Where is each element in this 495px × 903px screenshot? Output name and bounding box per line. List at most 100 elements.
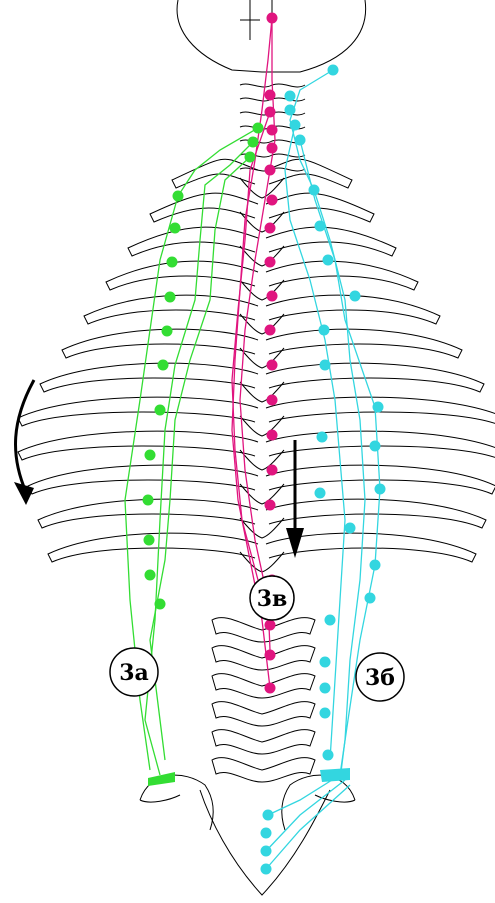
right-nerve-terminal [320,768,350,782]
rib-left [39,362,259,393]
rib-right [265,226,397,257]
lumbar-vertebra [211,645,316,671]
rib-right [265,396,495,425]
occipital-line [240,0,273,45]
rib-right [265,158,353,189]
thoracic-vertebra [239,483,285,505]
right-nerve [284,124,346,761]
pelvis-outer-left [139,794,181,803]
thoracic-vertebra [239,415,285,437]
thoracic-vertebra [239,381,285,403]
center-dot [266,359,278,371]
right-dot [260,863,272,875]
curved-arrow-icon [14,379,36,505]
label-center: 3в [249,575,295,621]
center-dot [264,619,276,631]
rib-right [265,260,419,291]
right-dot [364,592,376,604]
left-dot [169,222,181,234]
rib-left [83,294,259,325]
rib-left [127,226,259,257]
right-dot [316,431,328,443]
left-dot [144,449,156,461]
thoracic-vertebra [239,517,285,539]
right-dot-series [260,64,386,875]
thoracic-vertebra [239,449,285,471]
left-dot [142,494,154,506]
left-dot [247,136,259,148]
right-dot [319,656,331,668]
pelvis-outer-right [314,794,356,803]
lumbar-vertebra [211,729,316,755]
center-dot [266,394,278,406]
rib-left [47,532,259,563]
rib-left [17,396,259,427]
thoracic-vertebra [239,245,285,267]
right-dot [372,401,384,413]
center-nerve [239,18,276,651]
right-dot [322,749,334,761]
left-dot [154,598,166,610]
right-dot [369,440,381,452]
skull-base [176,0,367,73]
thoracic-vertebra [239,551,285,573]
right-nerve [265,784,351,870]
right-dot [314,220,326,232]
lumbar-vertebra [211,701,316,727]
right-dot [319,707,331,719]
right-dot [314,487,326,499]
left-dot [244,151,256,163]
left-dot-series [142,122,264,610]
lumbar-vertebra [211,673,316,699]
right-dot [374,483,386,495]
center-dot [266,290,278,302]
rib-right [265,430,495,459]
right-dot [318,324,330,336]
right-dot [322,254,334,266]
right-dot [319,682,331,694]
left-nerve-terminal [148,772,175,786]
center-dot [266,12,278,24]
thoracic-vertebra [239,279,285,301]
rib-right [265,362,485,393]
center-dot [264,222,276,234]
center-dot [264,106,276,118]
right-dot [344,522,356,534]
center-dot [264,256,276,268]
right-nerve [267,774,341,816]
label-right: 3б [355,652,405,702]
rib-right [265,192,375,223]
center-dot [266,464,278,476]
left-dot [154,404,166,416]
left-dot [164,291,176,303]
right-dot [284,90,296,102]
right-dot [260,845,272,857]
left-dot [144,569,156,581]
center-dot [264,649,276,661]
right-dot [324,614,336,626]
left-nerve [144,141,254,776]
rib-right [265,328,463,359]
left-dot [157,359,169,371]
center-dot [264,682,276,694]
left-dot [172,190,184,202]
rib-left [17,430,259,461]
center-dot [264,164,276,176]
center-dot [266,429,278,441]
right-dot [327,64,339,76]
left-dot [143,534,155,546]
rib-right [265,498,487,529]
thoracic-vertebra [239,313,285,335]
rib-right [265,464,495,495]
right-dot [349,290,361,302]
center-dot [266,194,278,206]
center-dot [266,124,278,136]
left-nerve [124,127,259,771]
center-nerve [231,17,273,689]
center-nerve-network [231,17,276,689]
right-dot [308,184,320,196]
thoracic-vertebra [239,211,285,233]
center-dot-series [264,12,278,694]
right-dot [369,559,381,571]
label-left-text: 3а [119,660,149,686]
